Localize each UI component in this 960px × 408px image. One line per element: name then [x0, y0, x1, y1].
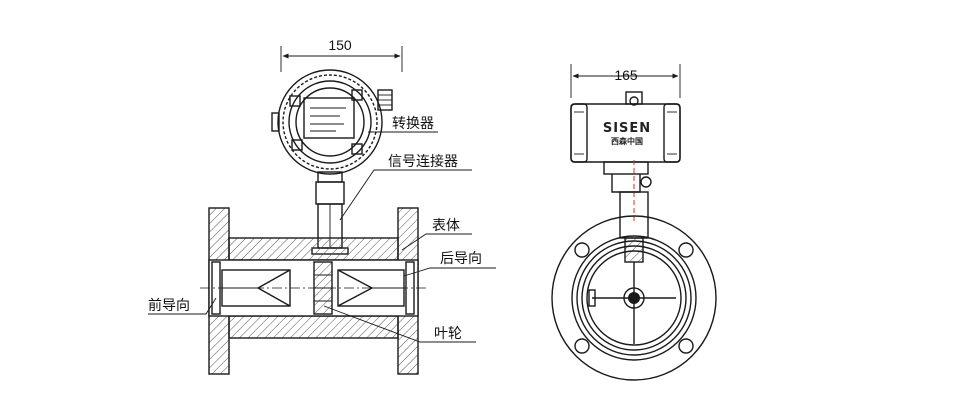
flange-front [551, 215, 717, 381]
dimension-front-width: 165 [570, 64, 681, 98]
converter-head [271, 69, 393, 183]
dimension-side-width-text: 150 [328, 37, 352, 53]
brand-subtitle: 西森中国 [611, 136, 643, 146]
side-view: 150 [148, 37, 496, 375]
label-converter: 转换器 [392, 115, 434, 132]
dimension-front-width-text: 165 [614, 67, 638, 83]
front-view: 165 SISEN 西森中国 [551, 64, 717, 381]
converter-housing-front: SISEN 西森中国 [570, 91, 681, 263]
brand-name: SISEN [603, 121, 651, 136]
callouts-side: 转换器 信号连接器 表体 后导向 前导向 叶轮 [148, 115, 496, 343]
dimension-side-width: 150 [280, 37, 403, 72]
label-impeller: 叶轮 [434, 326, 462, 342]
label-body: 表体 [432, 218, 460, 234]
meter-body-section [200, 207, 428, 375]
label-front-guide: 前导向 [148, 297, 190, 314]
label-signal-connector: 信号连接器 [388, 153, 458, 170]
label-rear-guide: 后导向 [440, 251, 482, 267]
